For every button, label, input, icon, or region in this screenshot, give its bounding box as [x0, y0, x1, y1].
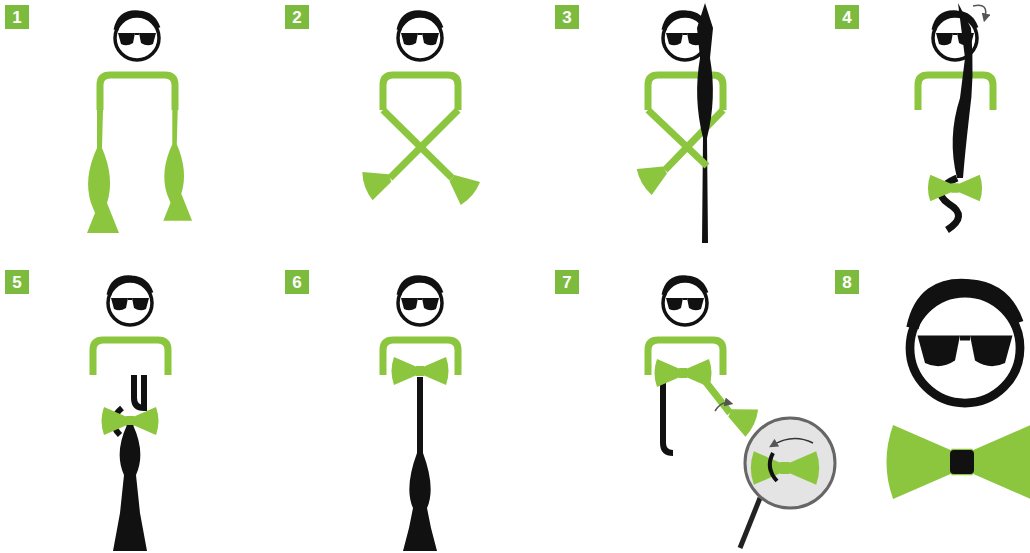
step-badge: 3 [555, 5, 579, 29]
step-number: 5 [12, 274, 21, 291]
step-badge: 5 [5, 270, 29, 294]
step-badge: 4 [835, 5, 859, 29]
step-badge: 2 [285, 5, 309, 29]
step-badge: 6 [285, 270, 309, 294]
step-badge: 7 [555, 270, 579, 294]
step-number: 8 [842, 274, 851, 291]
step-badge: 8 [835, 270, 859, 294]
step-number: 6 [292, 274, 301, 291]
step-number: 3 [562, 9, 571, 26]
step-number: 2 [292, 9, 301, 26]
step-number: 1 [12, 9, 21, 26]
step-number: 4 [842, 9, 851, 26]
step-badge: 1 [5, 5, 29, 29]
step-number: 7 [562, 274, 571, 291]
